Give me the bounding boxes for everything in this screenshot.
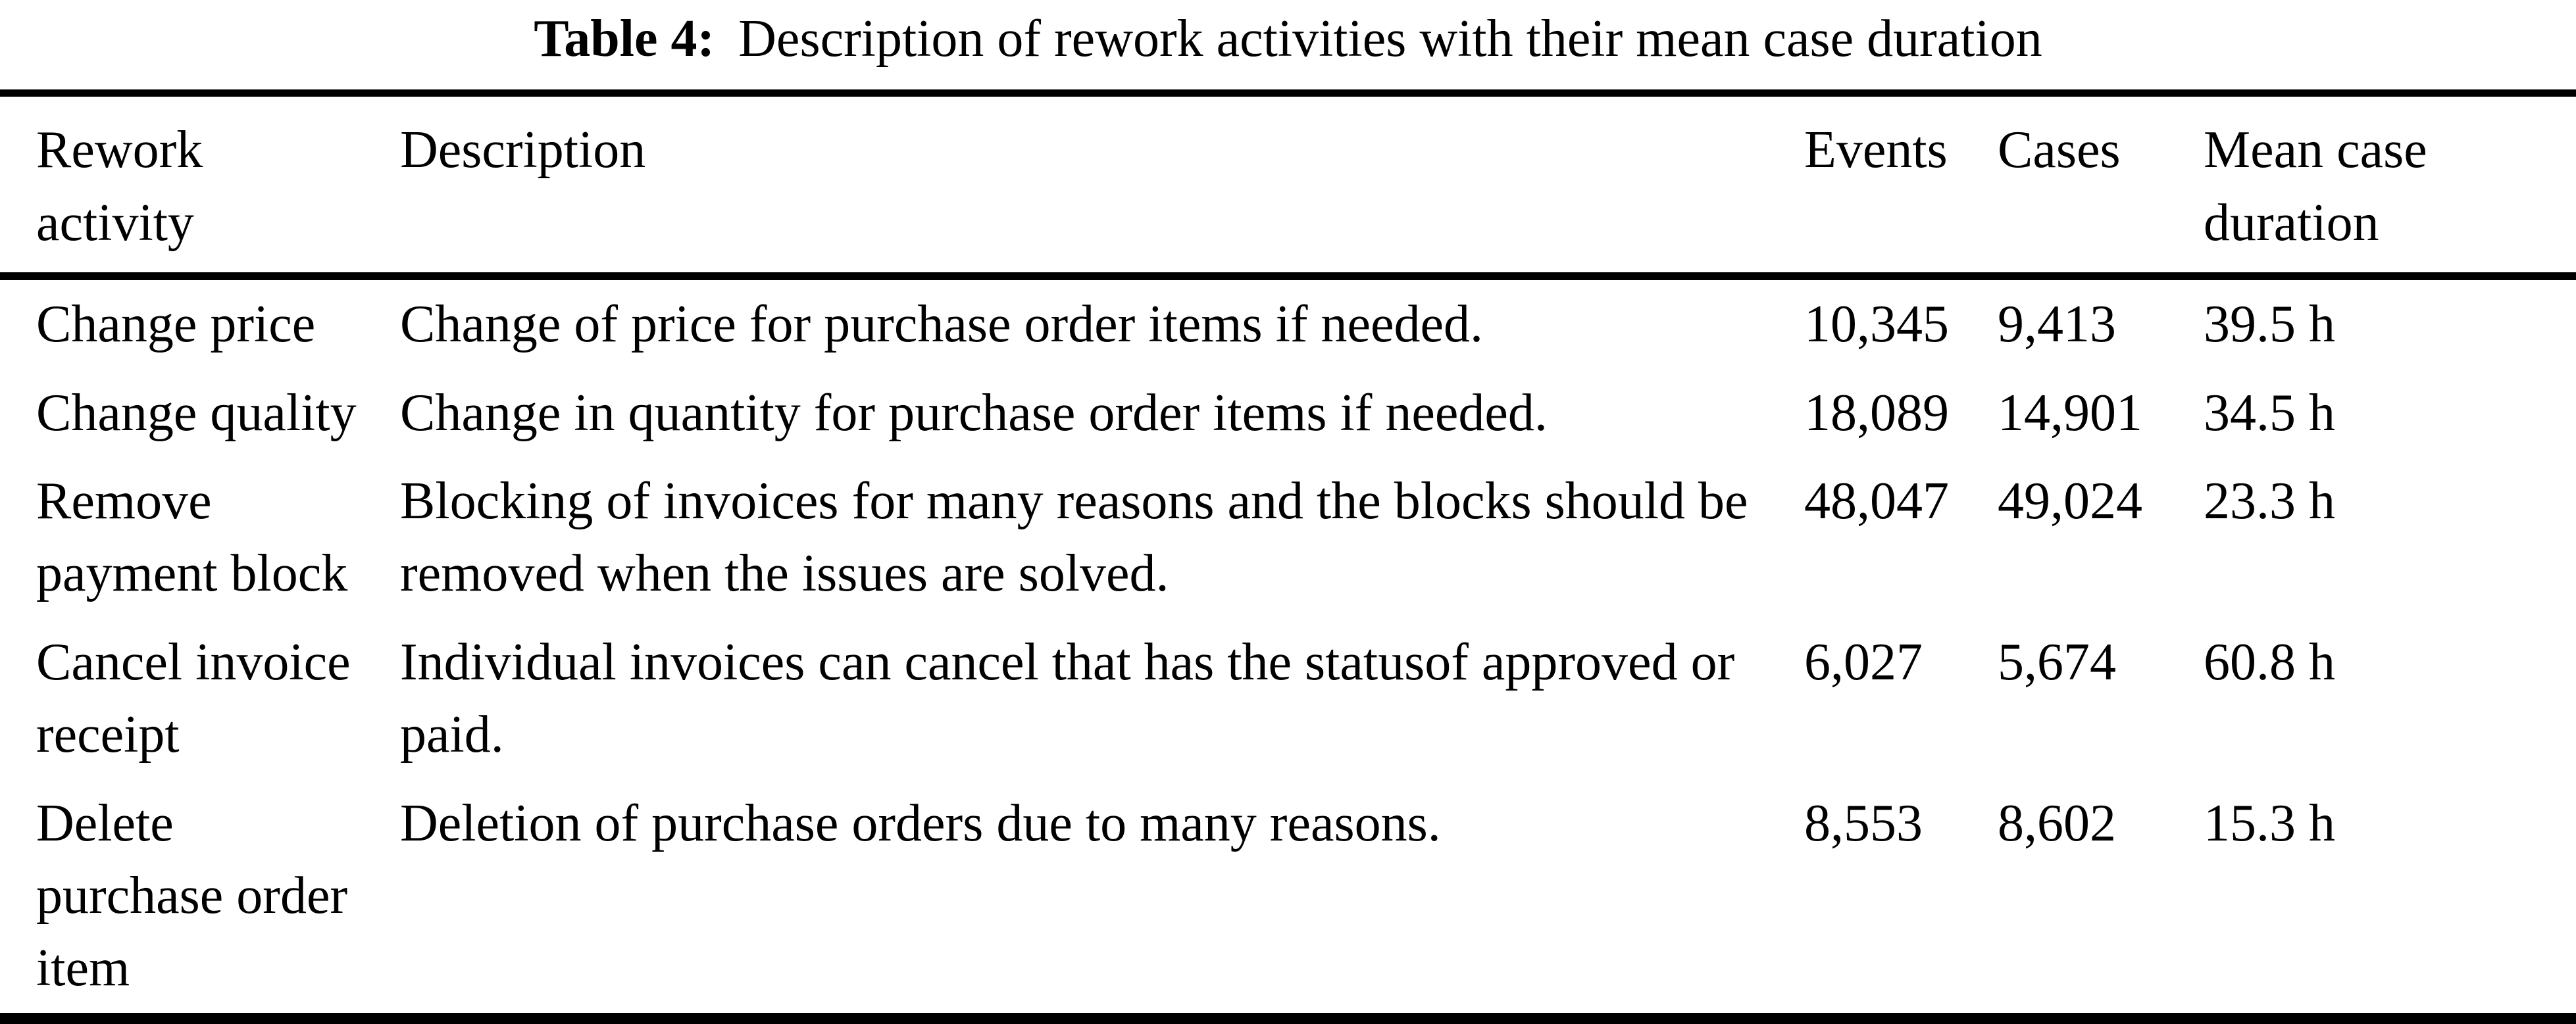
column-header-rework-activity: Rework activity [0,93,399,281]
cell-description: Change of price for purchase order items… [400,295,1483,354]
cell-description: Deletion of purchase orders due to many … [400,794,1441,852]
cell-mean-case-duration: 15.3 h [2204,794,2335,852]
column-header-mean-case-duration: Mean case duration [2203,93,2576,281]
table-caption-text: Description of rework activities with th… [738,10,2042,68]
cell-description: Individual invoices can cancel that has … [400,633,1735,764]
table-row: Cancel invoice receipt Individual invoic… [0,618,2576,779]
column-header-events: Events [1804,93,1997,281]
table-row: Remove payment block Blocking of invoice… [0,457,2576,618]
cell-rework-activity: Delete purchase order item [36,794,348,998]
header-row: Rework activity Description Events Cases… [0,93,2576,281]
cell-events: 48,047 [1804,472,1949,530]
cell-cases: 5,674 [1998,633,2116,691]
table-row: Delete purchase order item Deletion of p… [0,779,2576,1019]
cell-description: Change in quantity for purchase order it… [400,383,1548,442]
cell-cases: 49,024 [1998,472,2142,530]
table-row: Change price Change of price for purchas… [0,276,2576,368]
table-caption: Table 4: Description of rework activities… [0,3,2576,75]
cell-events: 6,027 [1804,633,1923,691]
rework-activities-table: Rework activity Description Events Cases… [0,89,2576,1024]
cell-rework-activity: Change quality [36,383,357,442]
cell-mean-case-duration: 60.8 h [2204,633,2335,691]
cell-events: 18,089 [1804,383,1949,442]
cell-cases: 14,901 [1998,383,2142,442]
cell-rework-activity: Remove payment block [36,472,348,603]
cell-rework-activity: Change price [36,295,316,354]
cell-events: 10,345 [1804,295,1949,354]
cell-mean-case-duration: 23.3 h [2204,472,2335,530]
cell-cases: 9,413 [1998,295,2116,354]
column-header-cases: Cases [1997,93,2203,281]
cell-cases: 8,602 [1998,794,2116,852]
cell-events: 8,553 [1804,794,1923,852]
table-figure: Table 4: Description of rework activities… [0,3,2576,1024]
cell-mean-case-duration: 34.5 h [2204,383,2335,442]
table-row: Change quality Change in quantity for pu… [0,369,2576,457]
cell-description: Blocking of invoices for many reasons an… [400,472,1748,603]
cell-rework-activity: Cancel invoice receipt [36,633,351,764]
table-caption-label: Table 4: [534,10,715,68]
column-header-description: Description [399,93,1804,281]
cell-mean-case-duration: 39.5 h [2204,295,2335,354]
